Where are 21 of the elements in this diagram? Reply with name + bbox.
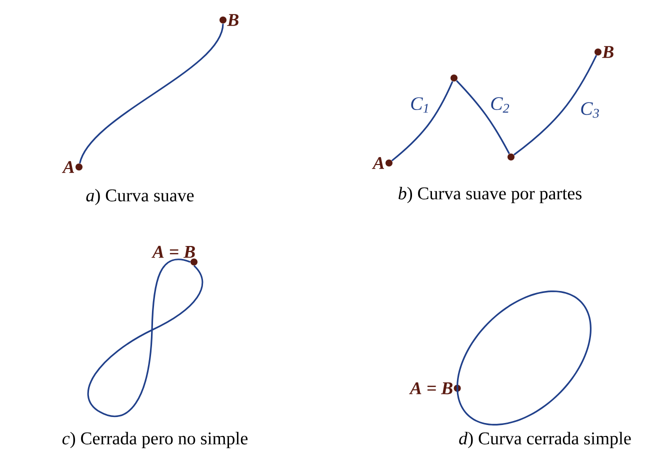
point-label: A — [372, 157, 384, 169]
curve — [456, 290, 592, 426]
point-dot — [508, 154, 514, 160]
curve-label: C$_{3}$ — [581, 102, 599, 118]
curve — [79, 24, 224, 164]
curve-label: C$_{1}$ — [411, 97, 428, 113]
curve — [87, 258, 204, 417]
curve — [456, 80, 510, 154]
caption: a) Curva suave — [86, 188, 194, 206]
point-dot — [450, 74, 458, 82]
point-label: B — [227, 14, 238, 26]
curve-label: C$_{2}$ — [491, 97, 510, 113]
caption: b) Curva suave por partes — [398, 186, 582, 204]
caption: d) Curva cerrada simple — [459, 432, 631, 448]
point-label: A — [62, 161, 74, 173]
caption: c) Cerrada pero no simple — [62, 432, 248, 448]
curve — [514, 54, 598, 156]
point-label: A = B — [152, 246, 195, 258]
curve — [391, 81, 454, 162]
point-label: B — [602, 46, 614, 58]
point-label: A = B — [409, 382, 452, 394]
